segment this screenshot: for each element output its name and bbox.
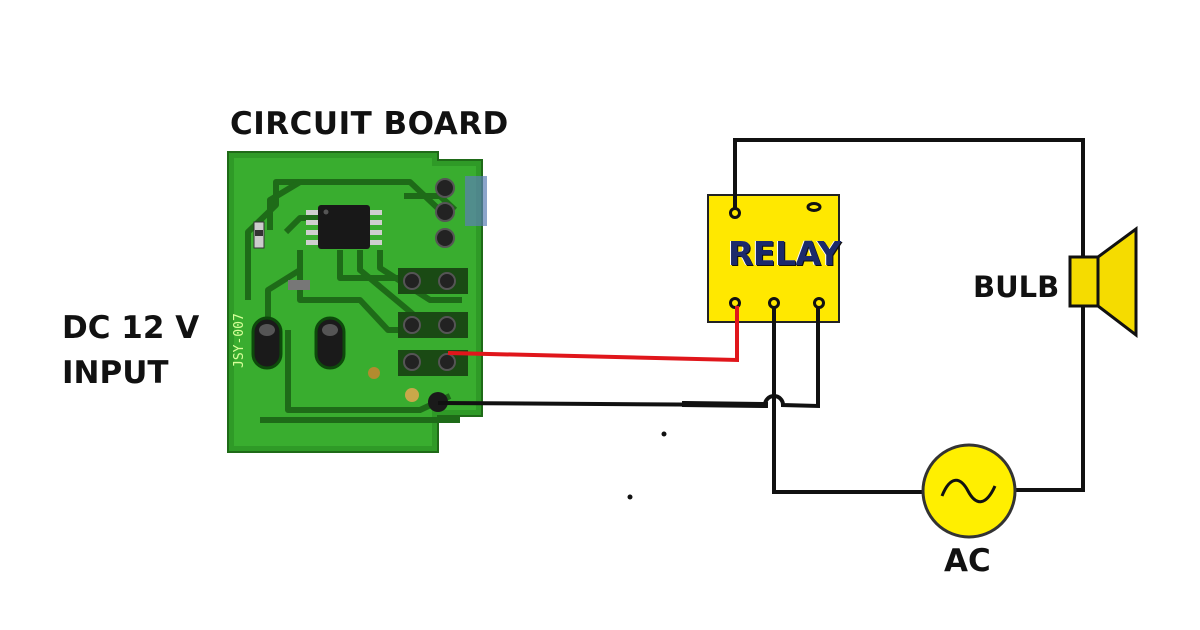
bulb-label: BULB bbox=[973, 270, 1060, 304]
relay-icon bbox=[707, 194, 840, 323]
ac-source-icon bbox=[921, 443, 1017, 539]
wire-bulb-to-ac bbox=[1015, 303, 1085, 492]
circuit-board-image bbox=[227, 151, 487, 453]
red-wire bbox=[447, 306, 739, 363]
ac-label: AC bbox=[944, 543, 991, 579]
bulb-speaker-icon bbox=[1068, 226, 1138, 339]
relay-label: RELAY bbox=[728, 234, 841, 273]
wires bbox=[437, 138, 1085, 494]
board-marking: JSY-007 bbox=[232, 313, 247, 368]
dc-input-label-line2: INPUT bbox=[62, 355, 169, 391]
wire-relay-to-ac bbox=[772, 306, 923, 494]
wire-relay-to-bulb bbox=[733, 138, 1085, 258]
dc-input-label-line1: DC 12 V bbox=[62, 310, 200, 346]
circuit-board-label: CIRCUIT BOARD bbox=[230, 106, 509, 142]
